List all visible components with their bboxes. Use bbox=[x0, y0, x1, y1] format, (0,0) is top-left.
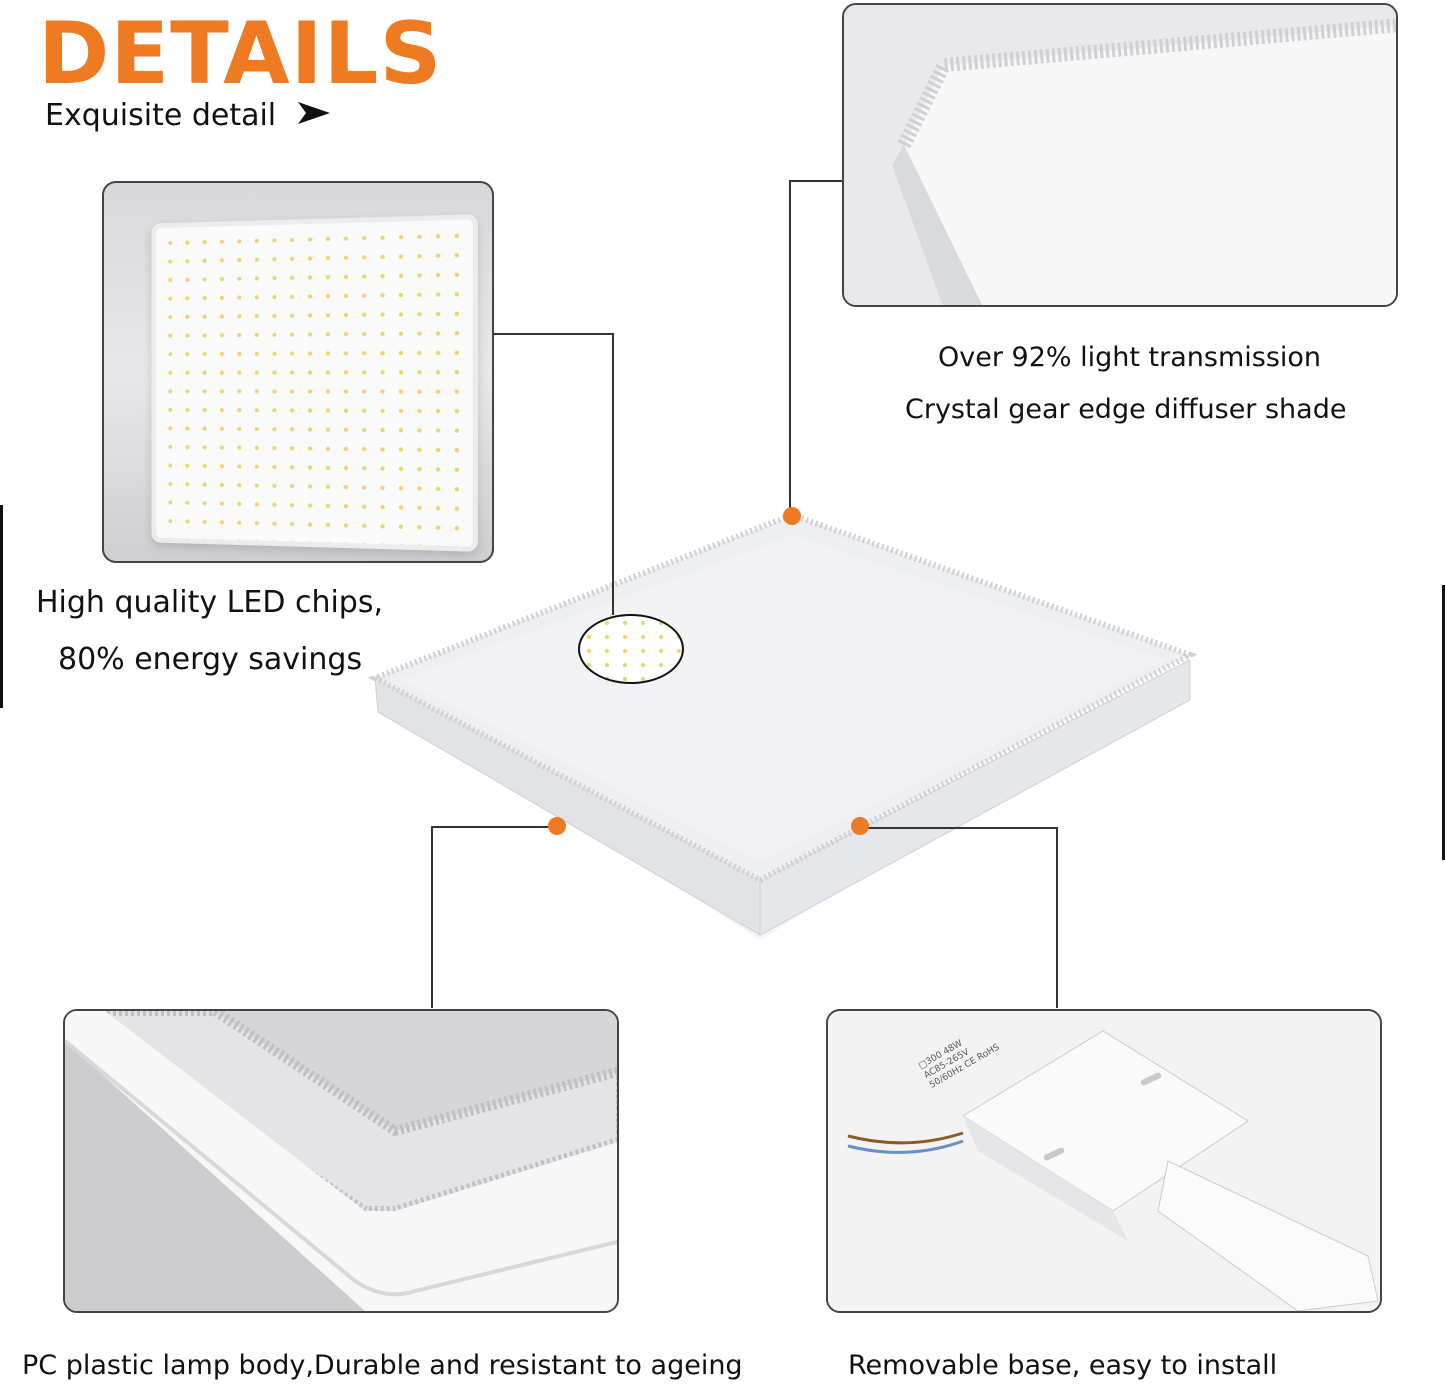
removable-base-illustration bbox=[828, 1011, 1382, 1313]
connector-line bbox=[612, 333, 614, 615]
connector-line bbox=[493, 333, 614, 335]
hotspot-dot bbox=[851, 817, 869, 835]
lamp-body-illustration bbox=[65, 1011, 619, 1313]
feature-caption-body: PC plastic lamp body,Durable and resista… bbox=[22, 1350, 743, 1381]
led-magnifier-circle bbox=[578, 614, 684, 684]
lamp-body-photo bbox=[63, 1009, 619, 1313]
connector-line bbox=[860, 827, 1058, 829]
connector-line bbox=[1056, 827, 1058, 1008]
removable-base-photo: □300 48W AC85-265V 50/60Hz CE RoHS bbox=[826, 1009, 1382, 1313]
hotspot-dot bbox=[783, 507, 801, 525]
hotspot-dot bbox=[548, 817, 566, 835]
connector-line bbox=[789, 180, 842, 182]
connector-line bbox=[431, 826, 433, 1008]
connector-line bbox=[431, 826, 557, 828]
connector-line bbox=[789, 180, 791, 516]
feature-caption-base: Removable base, easy to install bbox=[848, 1350, 1277, 1381]
